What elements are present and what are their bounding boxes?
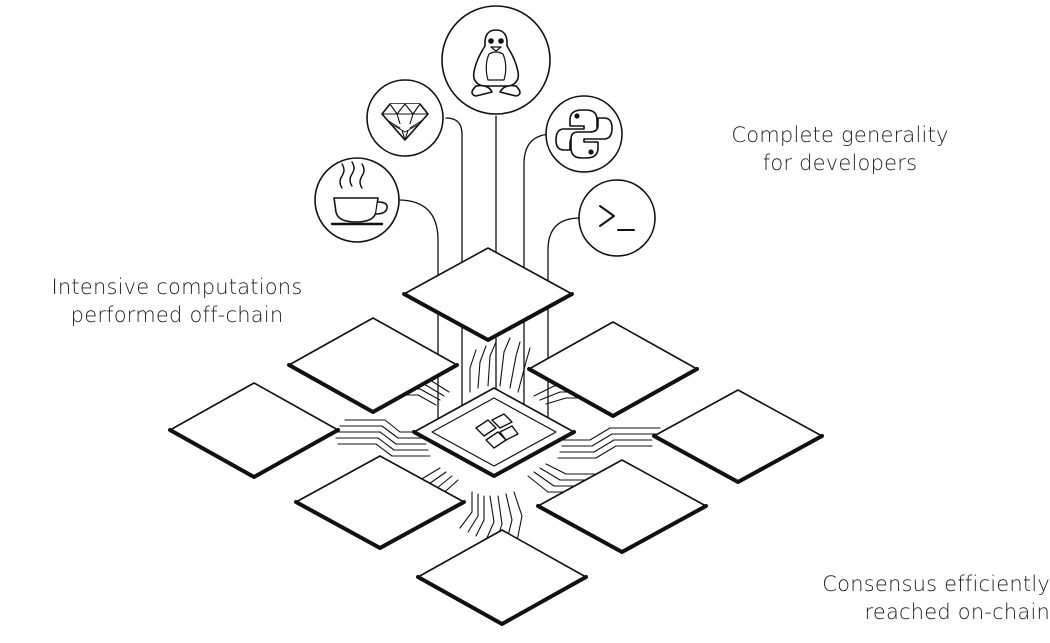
tile-bottom [416,529,588,626]
coffee-cup-icon [314,157,400,243]
caption-line: performed off-chain [70,303,284,327]
ruby-gem-icon [366,79,444,157]
caption-onchain-consensus: Consensus efficiently reached on-chain [768,570,1050,626]
caption-line: Consensus efficiently [822,572,1050,596]
core-chip-logo-icon [475,413,519,449]
tile-upper-right [527,321,699,418]
tile-lower-right [536,459,708,554]
tile-upper-left [287,317,459,414]
tile-top [402,247,574,342]
tile-right [652,389,824,484]
python-logo-icon [545,95,623,173]
icons [314,5,656,257]
terminal-prompt-icon [578,179,656,257]
caption-developer-generality: Complete generality for developers [700,121,980,177]
terminal-connector [547,217,581,421]
caption-line: Intensive computations [51,275,303,299]
java-connector [397,199,439,419]
ruby-connector [445,117,463,413]
caption-line: Complete generality [731,123,949,147]
tile-lower-left [294,455,466,550]
caption-offchain-computation: Intensive computations performed off-cha… [22,273,332,329]
tile-left [168,382,340,479]
caption-line: reached on-chain [864,600,1050,624]
core-chip [412,387,576,478]
caption-line: for developers [762,151,918,175]
linux-penguin-icon [441,5,551,115]
tiles [168,247,824,626]
